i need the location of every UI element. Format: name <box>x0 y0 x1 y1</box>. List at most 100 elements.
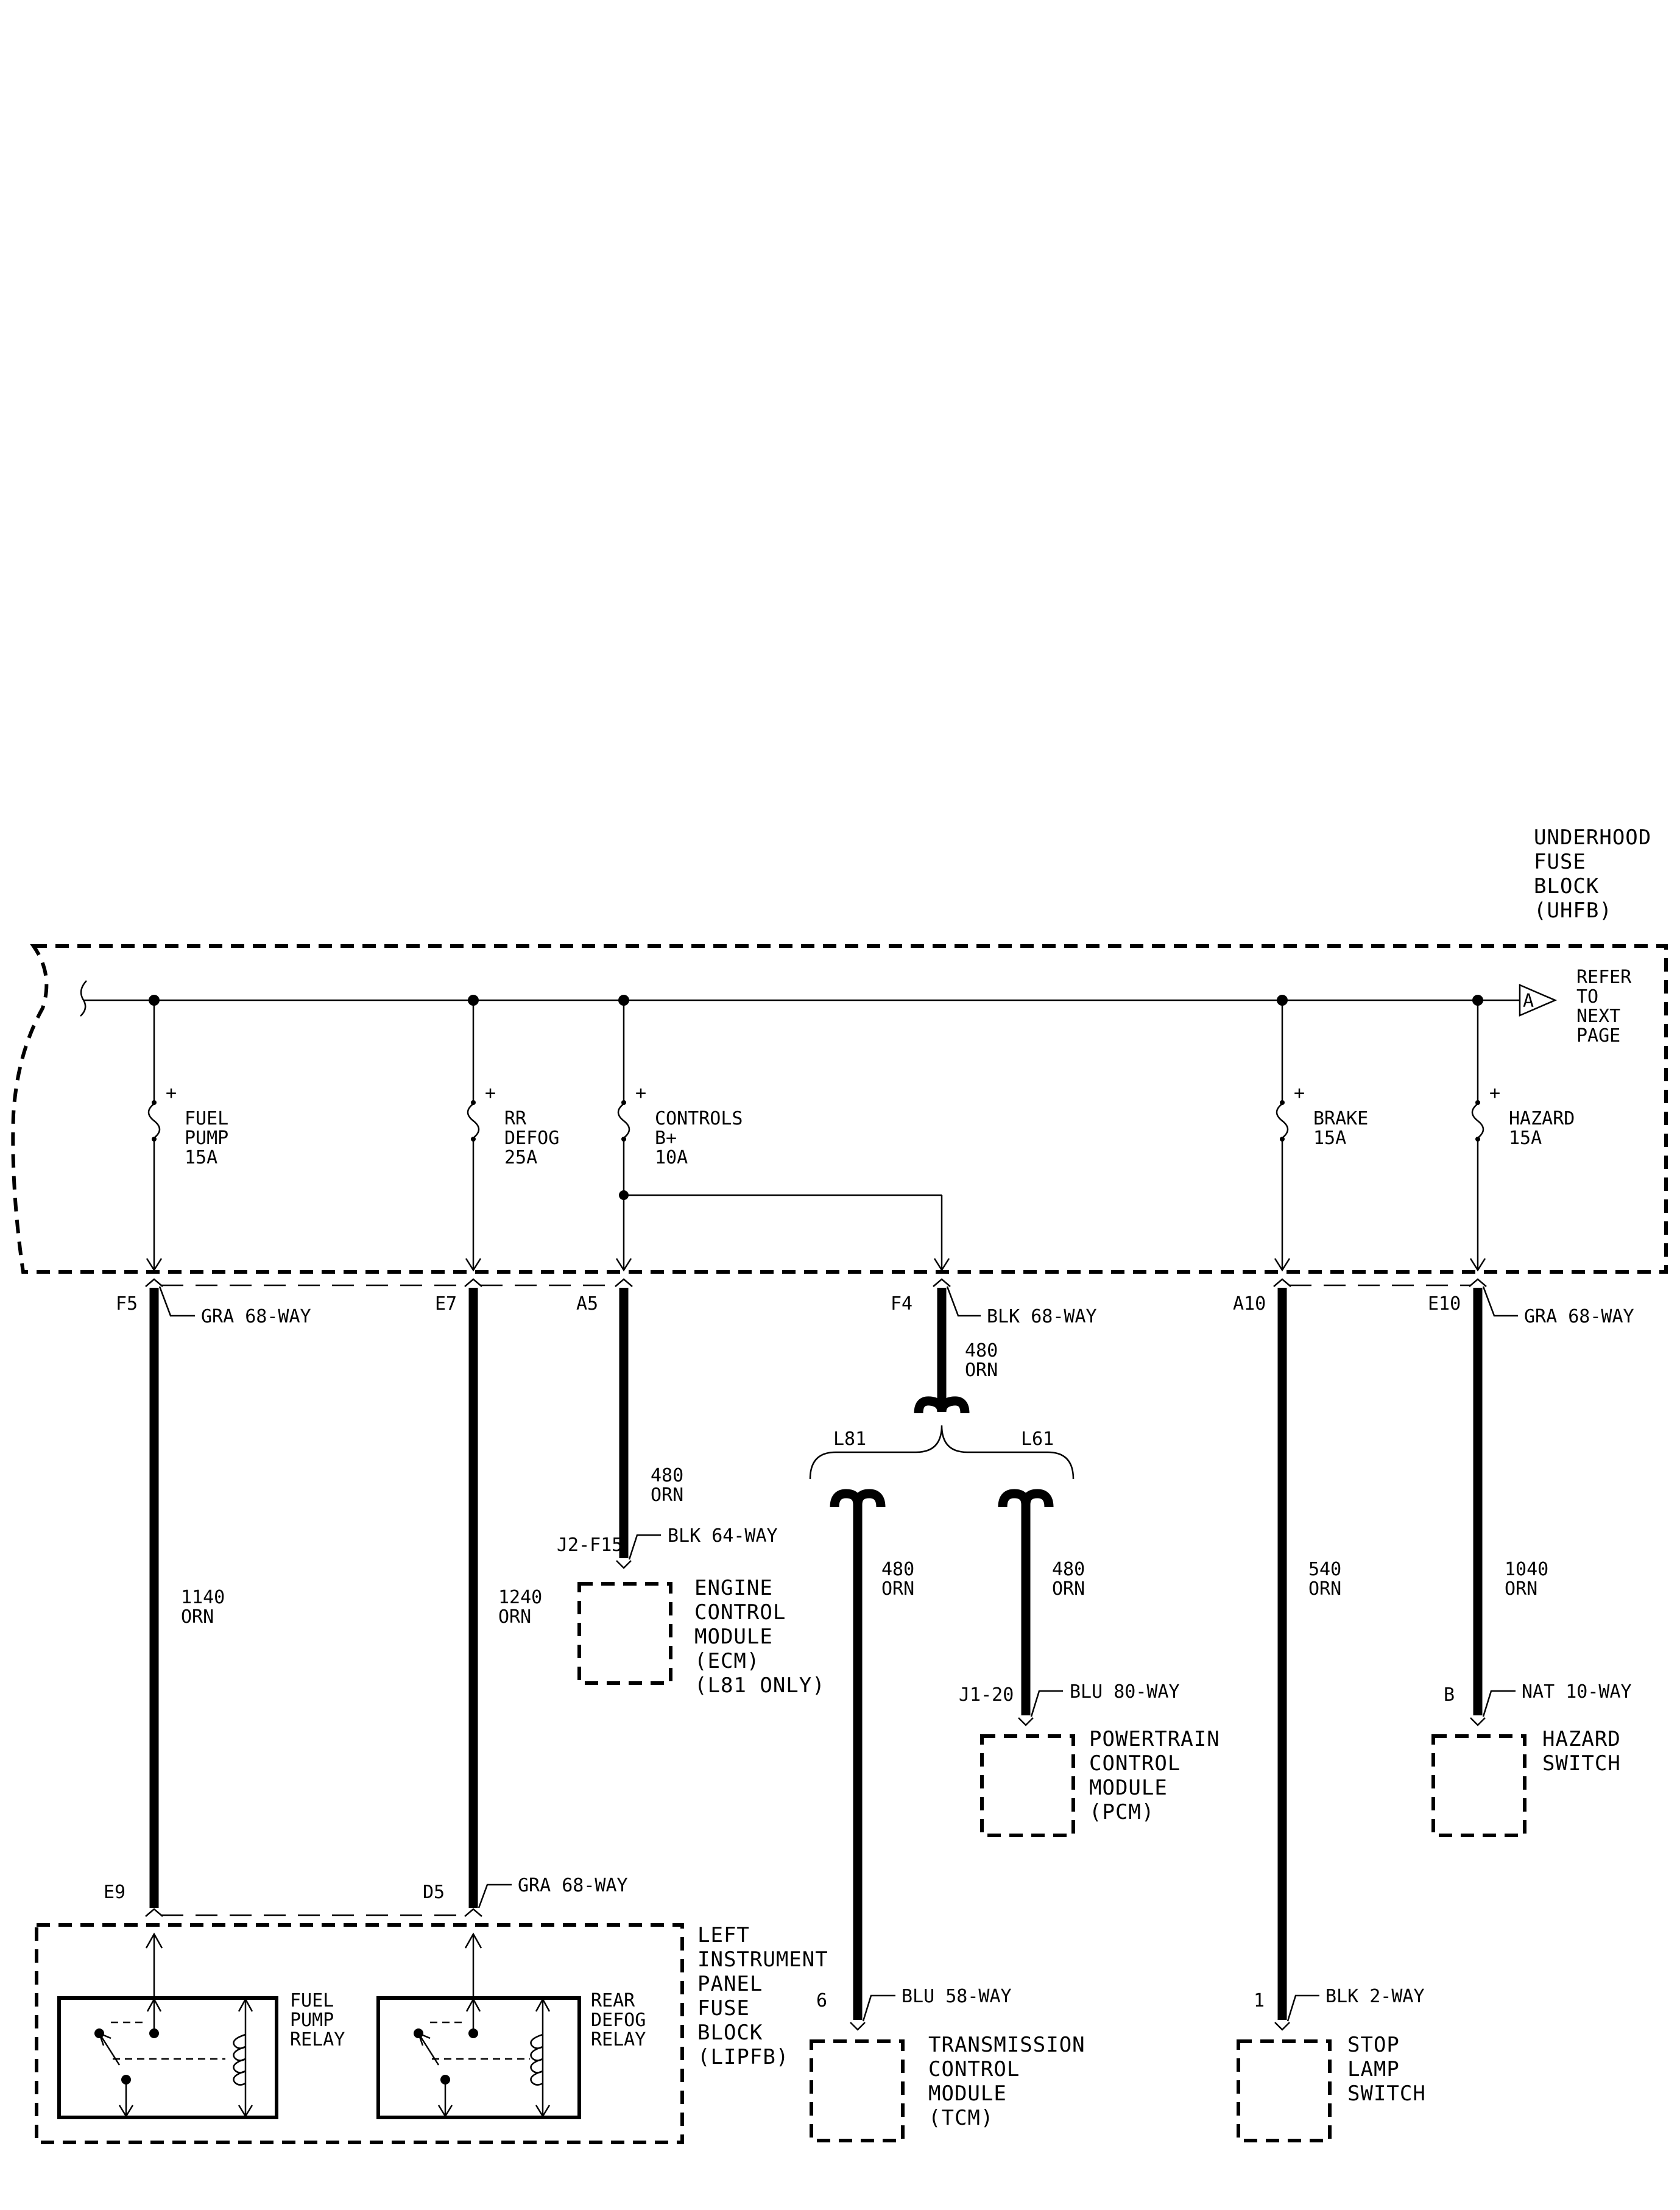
svg-text:480: 480 <box>651 1465 683 1486</box>
svg-text:RR: RR <box>504 1108 527 1129</box>
svg-text:HAZARD: HAZARD <box>1542 1727 1621 1751</box>
fuel-pump-relay-box <box>57 1996 278 2119</box>
uhfb-label: UNDERHOOD FUSE BLOCK (UHFB) <box>1534 825 1651 923</box>
svg-text:1240: 1240 <box>498 1587 542 1608</box>
svg-text:HAZARD: HAZARD <box>1509 1108 1575 1129</box>
svg-text:REAR: REAR <box>591 1990 635 2011</box>
svg-text:(ECM): (ECM) <box>694 1649 760 1673</box>
stop-lamp-switch-component: 1 BLK 2-WAY STOP LAMP SWITCH <box>1237 1986 1426 2142</box>
pin-a10: A10 <box>1233 1293 1266 1315</box>
svg-text:MODULE: MODULE <box>1089 1776 1168 1800</box>
option-l81: L81 <box>833 1428 866 1450</box>
tcm-connector: BLU 58-WAY <box>902 1986 1012 2007</box>
svg-text:+: + <box>635 1082 646 1104</box>
svg-text:RELAY: RELAY <box>591 2029 646 2050</box>
svg-text:CONTROLS: CONTROLS <box>655 1108 743 1129</box>
pcm-component: J1-20 BLU 80-WAY POWERTRAIN CONTROL MODU… <box>959 1681 1220 1837</box>
svg-text:ENGINE: ENGINE <box>694 1576 773 1600</box>
fuse-controls: + CONTROLS B+ 10A <box>615 1000 950 1272</box>
hazard-switch-box <box>1431 1734 1526 1837</box>
svg-text:CONTROL: CONTROL <box>1089 1751 1181 1776</box>
tcm-component: 6 BLU 58-WAY TRANSMISSION CONTROL MODULE… <box>810 1986 1085 2142</box>
hazard-pin: B <box>1444 1684 1455 1706</box>
svg-text:(UHFB): (UHFB) <box>1534 898 1612 923</box>
svg-text:PUMP: PUMP <box>185 1128 228 1149</box>
svg-text:DEFOG: DEFOG <box>591 2010 646 2031</box>
svg-text:+: + <box>1489 1082 1500 1104</box>
option-bracket: L81 L61 <box>809 1425 1075 1480</box>
fuel-pump-relay: FUEL PUMP RELAY <box>57 1990 345 2119</box>
svg-text:PAGE: PAGE <box>1576 1025 1620 1047</box>
stop-lamp-pin: 1 <box>1254 1990 1265 2011</box>
fuse-brake: + BRAKE 15A <box>1274 1000 1368 1272</box>
svg-text:REFER: REFER <box>1576 967 1632 988</box>
tcm-pin: 6 <box>816 1990 827 2011</box>
svg-text:SWITCH: SWITCH <box>1542 1751 1621 1776</box>
svg-text:1040: 1040 <box>1505 1559 1548 1580</box>
svg-text:25A: 25A <box>504 1147 537 1168</box>
svg-text:PUMP: PUMP <box>290 2010 334 2031</box>
svg-text:UNDERHOOD: UNDERHOOD <box>1534 825 1651 850</box>
pcm-connector: BLU 80-WAY <box>1070 1681 1180 1703</box>
svg-text:(L81 ONLY): (L81 ONLY) <box>694 1673 825 1698</box>
svg-text:TO: TO <box>1576 986 1598 1008</box>
stop-lamp-switch-box <box>1237 2039 1332 2142</box>
svg-text:B+: B+ <box>655 1128 677 1149</box>
pcm-box <box>980 1734 1075 1837</box>
svg-text:480: 480 <box>881 1559 914 1580</box>
wire-480-main-end <box>914 1396 970 1414</box>
svg-text:1140: 1140 <box>181 1587 225 1608</box>
pin-e7: E7 <box>435 1293 457 1315</box>
lipfb-connector: GRA 68-WAY <box>518 1875 628 1896</box>
lipfb-boundary <box>35 1923 684 2144</box>
svg-text:15A: 15A <box>185 1147 217 1168</box>
ecm-connector: BLK 64-WAY <box>668 1525 778 1547</box>
ecm-box <box>577 1582 672 1685</box>
svg-text:480: 480 <box>965 1340 998 1361</box>
pin-f5: F5 <box>116 1293 138 1315</box>
ecm-pin: J2-F15 <box>557 1534 623 1556</box>
svg-text:15A: 15A <box>1313 1128 1346 1149</box>
option-l61: L61 <box>1021 1428 1054 1450</box>
svg-text:ORN: ORN <box>1505 1578 1537 1600</box>
svg-text:PANEL: PANEL <box>697 1972 763 1996</box>
connector-gra-68-way: GRA 68-WAY <box>201 1306 311 1327</box>
pin-d5: D5 <box>423 1882 445 1903</box>
svg-text:MODULE: MODULE <box>694 1625 773 1649</box>
svg-text:ORN: ORN <box>498 1606 531 1628</box>
pin-a5: A5 <box>576 1293 598 1315</box>
hazard-switch-component: B NAT 10-WAY HAZARD SWITCH <box>1431 1681 1632 1837</box>
svg-text:SWITCH: SWITCH <box>1347 2081 1426 2106</box>
svg-text:FUSE: FUSE <box>697 1996 750 2021</box>
pin-f4: F4 <box>891 1293 912 1315</box>
svg-text:(PCM): (PCM) <box>1089 1800 1154 1824</box>
svg-text:+: + <box>166 1082 177 1104</box>
bus-bar <box>80 980 1520 1017</box>
svg-text:BLOCK: BLOCK <box>697 2021 763 2045</box>
svg-text:NEXT: NEXT <box>1576 1006 1620 1027</box>
svg-text:LAMP: LAMP <box>1347 2057 1400 2081</box>
svg-text:POWERTRAIN: POWERTRAIN <box>1089 1727 1220 1751</box>
fuse-hazard: + HAZARD 15A <box>1469 1000 1575 1272</box>
hazard-connector: NAT 10-WAY <box>1522 1681 1632 1703</box>
pcm-pin: J1-20 <box>959 1684 1014 1706</box>
svg-text:ORN: ORN <box>881 1578 914 1600</box>
svg-text:BRAKE: BRAKE <box>1313 1108 1368 1129</box>
svg-text:FUEL: FUEL <box>185 1108 228 1129</box>
svg-text:ORN: ORN <box>1308 1578 1341 1600</box>
svg-text:+: + <box>485 1082 496 1104</box>
svg-text:A: A <box>1523 990 1534 1012</box>
stop-lamp-connector: BLK 2-WAY <box>1325 1986 1425 2007</box>
svg-text:+: + <box>1294 1082 1305 1104</box>
svg-text:MODULE: MODULE <box>928 2081 1007 2106</box>
svg-text:INSTRUMENT: INSTRUMENT <box>697 1947 828 1972</box>
offpage-arrow-icon <box>1519 984 1558 1017</box>
svg-text:BLOCK: BLOCK <box>1534 874 1599 898</box>
svg-text:TRANSMISSION: TRANSMISSION <box>928 2033 1085 2057</box>
svg-text:LEFT: LEFT <box>697 1923 750 1947</box>
svg-text:CONTROL: CONTROL <box>928 2057 1020 2081</box>
offpage-reference: A REFER TO NEXT PAGE <box>1519 967 1632 1047</box>
svg-text:ORN: ORN <box>651 1485 683 1506</box>
fuse-rr-defog: + RR DEFOG 25A <box>465 1000 559 1272</box>
